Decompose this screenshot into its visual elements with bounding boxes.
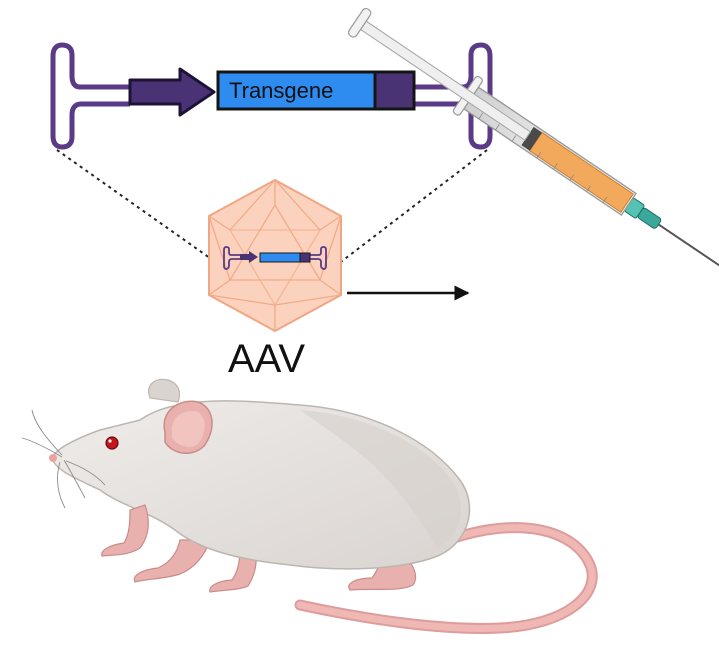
promoter-arrow-icon xyxy=(128,67,216,117)
syringe-liquid xyxy=(528,131,634,213)
left-itr-icon xyxy=(50,42,130,150)
mouse-nose xyxy=(49,454,57,462)
mouse-whiskers xyxy=(21,409,106,509)
transgene-box xyxy=(216,70,377,111)
aav-vector-construct-icon: Transgene xyxy=(50,42,493,150)
aav-label: AAV xyxy=(228,337,305,381)
mouse-ear-far xyxy=(148,378,181,403)
mouse-icon xyxy=(21,378,598,634)
icosahedral-capsid-icon xyxy=(208,179,342,332)
transgene-label: Transgene xyxy=(229,78,333,103)
syringe-icon xyxy=(347,7,719,300)
zoom-projection-lines xyxy=(56,149,488,269)
capsid-vector-icon xyxy=(223,246,327,270)
mouse-eye xyxy=(105,436,119,450)
polya-box xyxy=(373,70,416,111)
